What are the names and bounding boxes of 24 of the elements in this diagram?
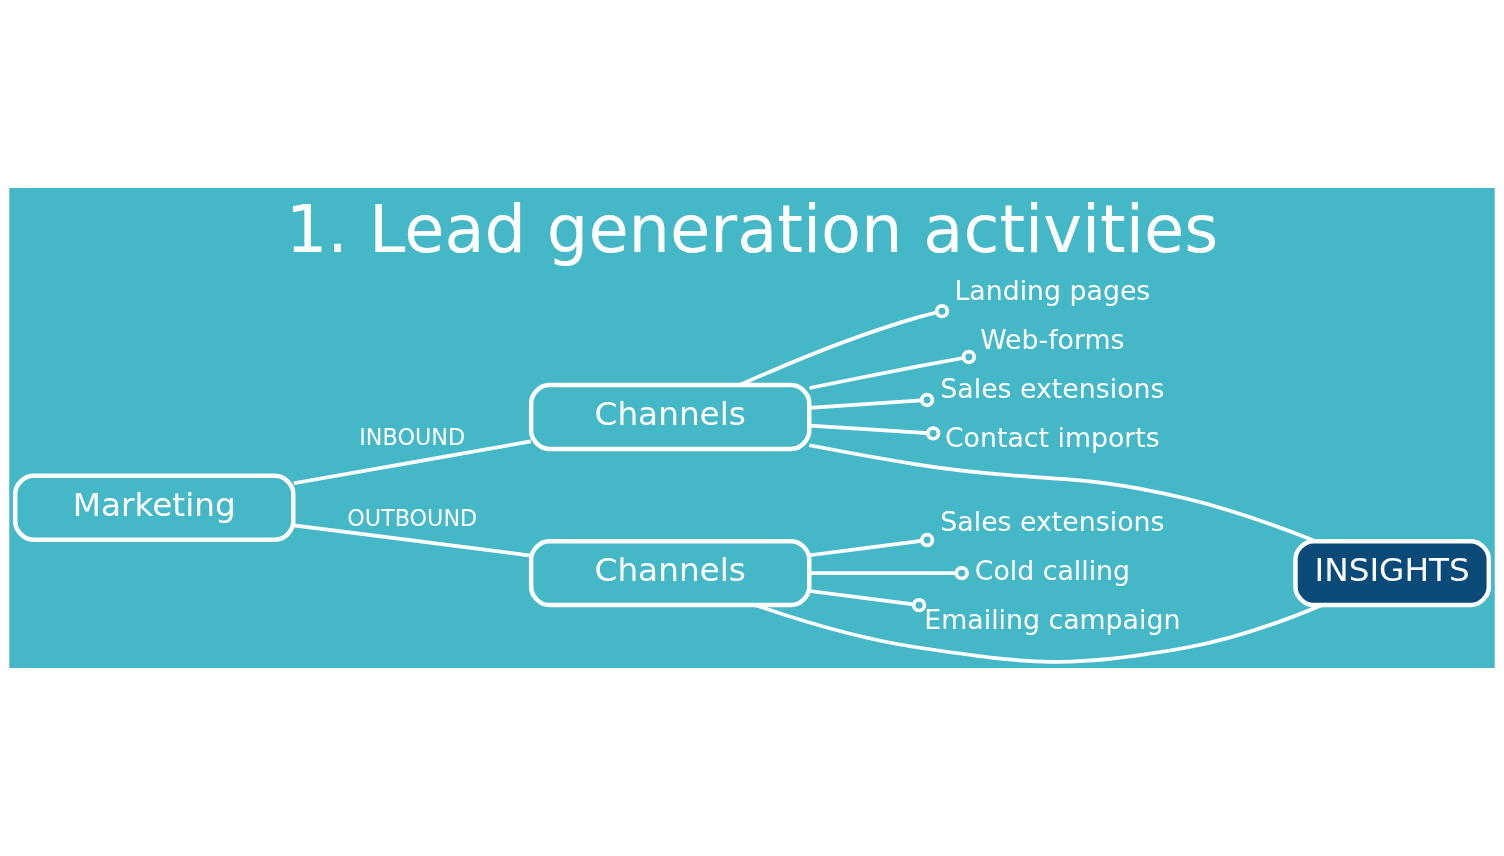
connector — [809, 392, 935, 410]
edge-label: INBOUND — [359, 424, 466, 451]
node-text: Sales extensions — [940, 505, 1165, 537]
connector — [809, 423, 941, 441]
node-text: Web-forms — [980, 324, 1125, 356]
connector — [809, 349, 977, 390]
diagram-title: 1. Lead generation activities — [285, 191, 1219, 268]
connector — [809, 443, 1317, 543]
node-text: Emailing campaign — [924, 603, 1181, 635]
node-box: INSIGHTS — [1293, 538, 1492, 608]
node-text: Landing pages — [954, 275, 1151, 307]
node-text: Contact imports — [944, 422, 1160, 454]
node-box: Channels — [528, 382, 812, 452]
connector — [739, 303, 950, 387]
connector — [809, 532, 935, 558]
node-text: Sales extensions — [940, 373, 1165, 405]
node-box: Channels — [528, 538, 812, 608]
connector — [293, 439, 532, 486]
node-text: Cold calling — [974, 554, 1131, 586]
node-box: Marketing — [12, 473, 296, 542]
edge-label: OUTBOUND — [347, 504, 478, 531]
connector — [809, 589, 927, 613]
connector — [293, 523, 531, 558]
connector — [809, 565, 969, 581]
